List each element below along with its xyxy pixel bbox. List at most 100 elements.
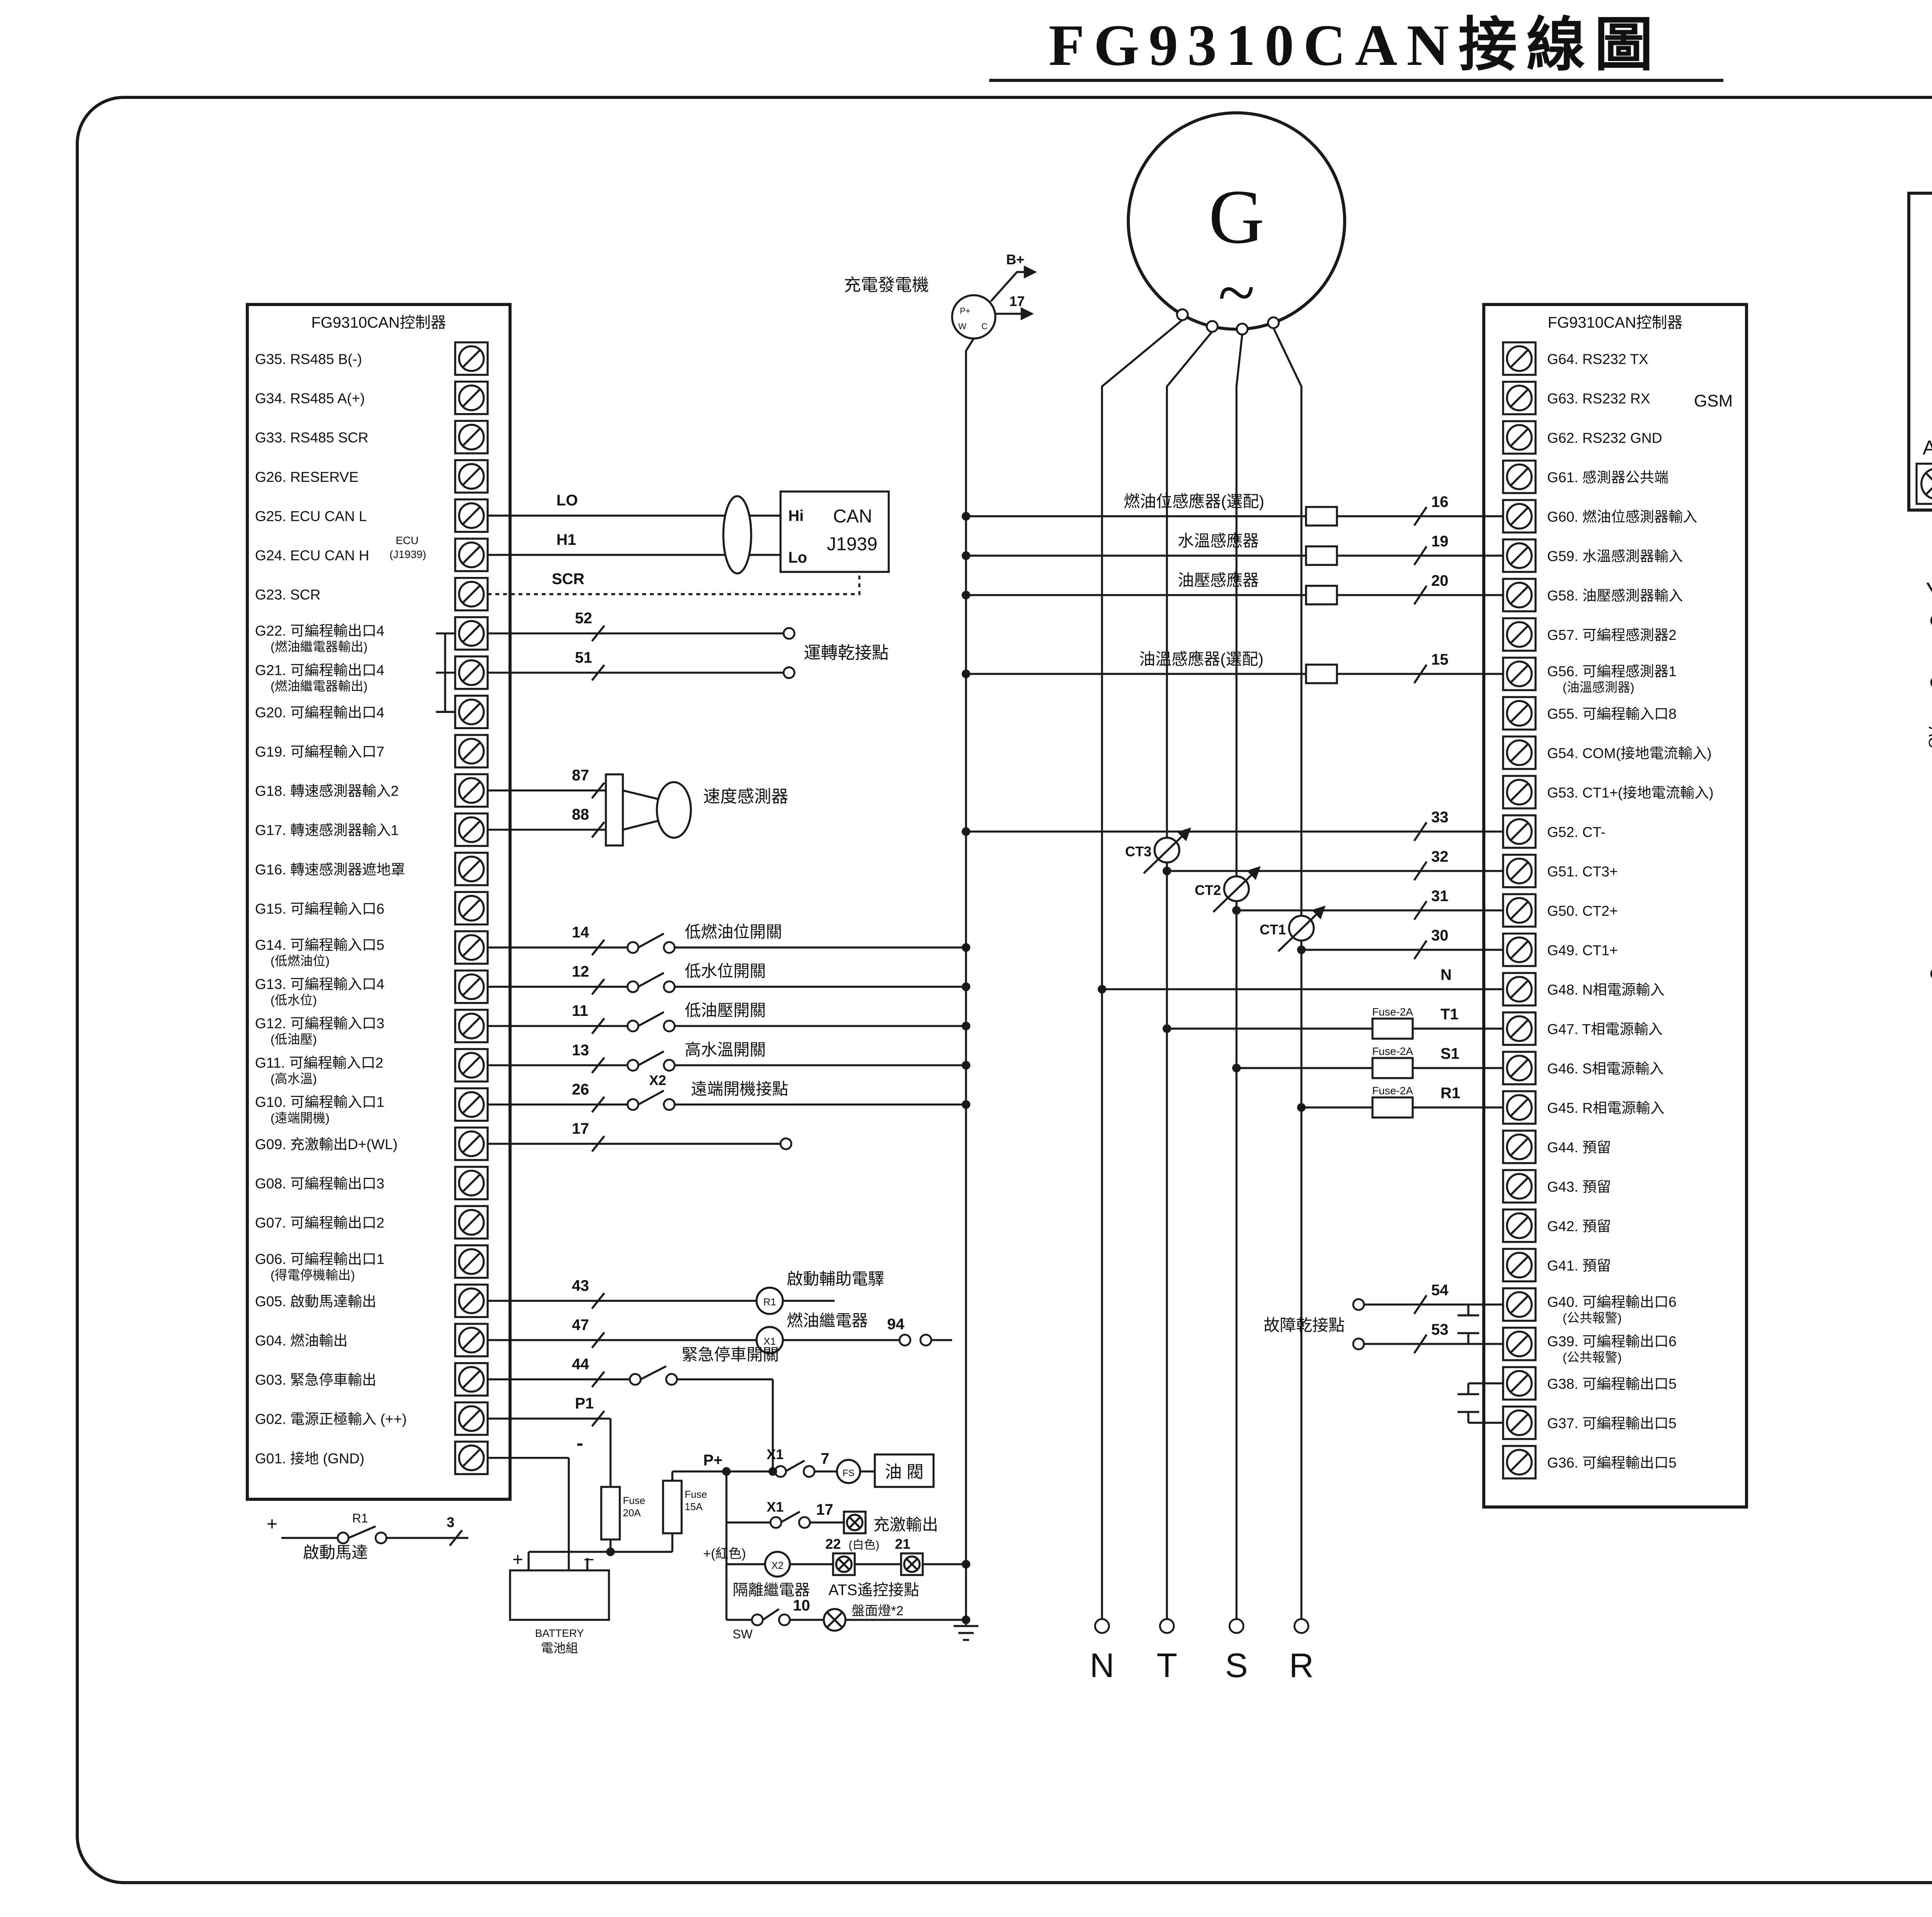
left-terminal-label: G04. 燃油輸出 [255, 1332, 348, 1349]
x1-a-tag: X1 [767, 1446, 784, 1462]
fs-tag: FS [843, 1468, 855, 1478]
estop-switch-label: 緊急停車開關 [682, 1345, 779, 1364]
wire-33: 33 [1431, 809, 1449, 826]
terminal-screw [454, 459, 489, 494]
terminal-screw [1502, 932, 1537, 967]
right-terminal-label: G44. 預留 [1547, 1139, 1611, 1155]
terminal-screw [454, 616, 489, 651]
start-aux-relay-label: 啟動輔助電驛 [787, 1270, 884, 1288]
water-sensor-symbol [1305, 545, 1338, 566]
wire-94: 94 [887, 1316, 905, 1333]
wire-10: 10 [793, 1597, 810, 1614]
battery-symbol [509, 1569, 610, 1621]
wire-12: 12 [572, 963, 589, 980]
left-terminal-label: G26. RESERVE [255, 469, 359, 485]
oil-sensor-symbol [1305, 585, 1338, 606]
left-terminal-label: G03. 緊急停車輸出 [255, 1372, 376, 1388]
terminal-screw [1502, 459, 1537, 494]
right-terminal-label: G41. 預留 [1547, 1257, 1611, 1274]
fuel-sensor-symbol [1305, 506, 1338, 527]
ats-contact-label: ATS遙控接點 [828, 1582, 919, 1599]
right-terminal-sublabel: (油溫感測器) [1563, 680, 1634, 694]
left-terminal-label: G18. 轉速感測器輸入2 [255, 783, 399, 799]
fs-solenoid-symbol [836, 1459, 861, 1484]
fuse-2a-r [1371, 1096, 1414, 1119]
terminal-screw [1502, 1445, 1537, 1480]
terminal-screw [454, 341, 489, 376]
fuse-2a-s [1371, 1057, 1414, 1079]
terminal-screw [454, 1009, 489, 1043]
charging-gen-label: 充電發電機 [844, 276, 929, 294]
terminal-screw [1502, 657, 1537, 691]
fuse-s-label: Fuse-2A [1372, 1045, 1413, 1057]
terminal-screw [1502, 1208, 1537, 1243]
terminal-screw [454, 1283, 489, 1318]
wire-43: 43 [572, 1277, 589, 1294]
terminal-screw [1915, 463, 1932, 505]
terminal-screw [454, 577, 489, 612]
ct2-tag: CT2 [1195, 882, 1221, 898]
ct3-tag: CT3 [1125, 844, 1151, 859]
terminal-screw [454, 852, 489, 886]
terminal-screw [1502, 578, 1537, 612]
red-wire-label: +(紅色) [703, 1546, 746, 1561]
wire-19: 19 [1431, 533, 1449, 550]
ecu-label-1: ECU [396, 534, 418, 546]
wire-17b: 17 [816, 1501, 833, 1518]
relay-x1-symbol [755, 1326, 784, 1354]
terminal-screw [454, 891, 489, 925]
start-motor-label: 啟動馬達 [303, 1543, 368, 1561]
ps-ac-1: AC [1923, 437, 1932, 459]
phase-label-S: S [1225, 1646, 1248, 1684]
wire-52: 52 [575, 610, 592, 627]
fuse20-label-1: Fuse [623, 1495, 645, 1506]
left-terminal-label: G19. 可編程輸入口7 [255, 743, 384, 760]
wire-21: 21 [895, 1536, 910, 1552]
twisted-pair-symbol [722, 495, 752, 575]
terminal-screw [454, 694, 489, 730]
terminal-screw [1502, 893, 1537, 928]
right-terminal-label: G45. R相電源輸入 [1547, 1100, 1665, 1116]
wire-54: 54 [1431, 1282, 1449, 1299]
right-terminal-label: G62. RS232 GND [1547, 430, 1662, 446]
terminal-screw [1502, 538, 1537, 573]
battery-label-2: 電池組 [541, 1641, 578, 1655]
temp-sensor-symbol [1305, 663, 1338, 684]
terminal-screw [1502, 1287, 1537, 1322]
r1-tag: R1 [763, 1296, 776, 1308]
right-terminal-label: G58. 油壓感測器輸入 [1547, 587, 1683, 604]
right-terminal-label: G59. 水溫感測器輸入 [1547, 548, 1683, 564]
left-terminal-label: G16. 轉速感測器遮地罩 [255, 861, 405, 878]
terminal-screw [1502, 972, 1537, 1007]
right-terminal-label: G42. 預留 [1547, 1218, 1611, 1234]
terminal-screw [1502, 814, 1537, 849]
left-terminal-label: G13. 可編程輸入口4 [255, 976, 384, 992]
left-terminal-label: G20. 可編程輸出口4 [255, 704, 384, 720]
pgen-w: W [958, 321, 966, 331]
wire-47: 47 [572, 1317, 589, 1334]
terminal-screw [454, 655, 489, 690]
wire-r1: R1 [1440, 1085, 1460, 1102]
left-terminal-label: G35. RS485 B(-) [255, 351, 362, 367]
wire-30: 30 [1431, 927, 1449, 944]
wire-88: 88 [572, 806, 589, 823]
right-terminal-label: G37. 可編程輸出口5 [1547, 1415, 1677, 1431]
fuse-2a-t [1371, 1017, 1414, 1040]
left-terminal-label: G10. 可編程輸入口1 [255, 1094, 384, 1110]
terminal-screw [1502, 1327, 1537, 1361]
terminal-screw [1502, 341, 1537, 376]
left-terminal-sublabel: (低燃油位) [270, 954, 330, 968]
terminal-screw [454, 380, 489, 415]
wire-13: 13 [572, 1042, 589, 1059]
right-terminal-sublabel: (公共報警) [1563, 1350, 1622, 1364]
left-terminal-label: G22. 可編程輸出口4 [255, 623, 384, 639]
terminal-screw [454, 538, 489, 572]
fuel-relay-label: 燃油繼電器 [787, 1311, 868, 1330]
wire-87: 87 [572, 767, 589, 784]
left-terminal-label: G24. ECU CAN H [255, 547, 369, 563]
right-terminal-label: G43. 預留 [1547, 1179, 1611, 1195]
terminal-screw [1502, 1366, 1537, 1401]
left-block-header: FG9310CAN控制器 [311, 314, 446, 331]
wire-h1: H1 [556, 531, 576, 548]
